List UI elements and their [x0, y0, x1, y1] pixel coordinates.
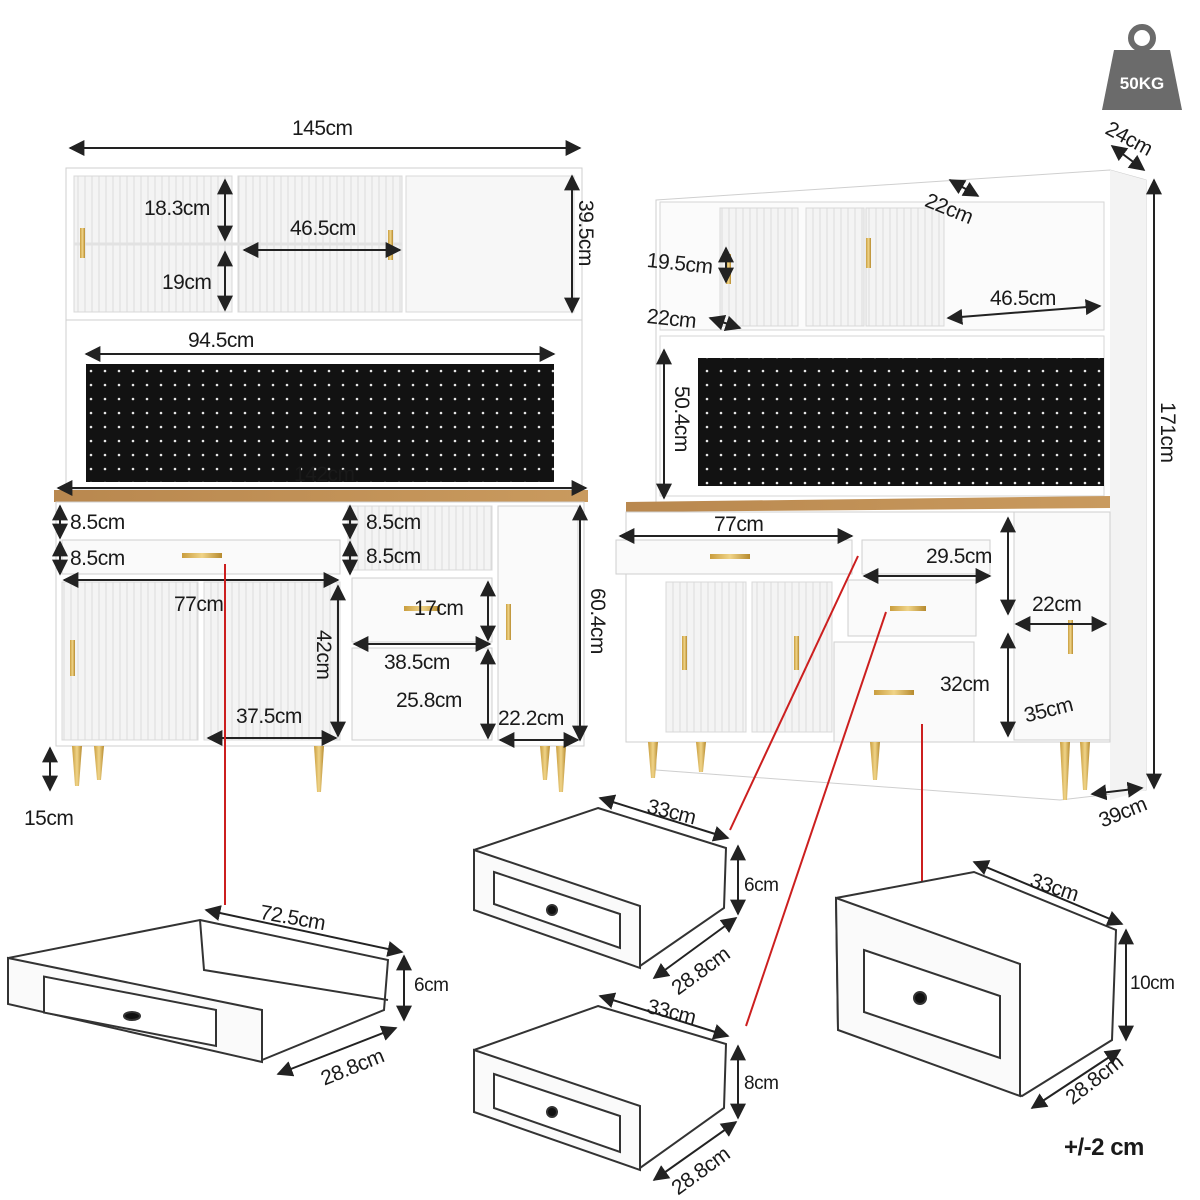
- dim-counter-w: 142cm: [294, 463, 355, 486]
- tolerance-note: +/-2 cm: [1064, 1134, 1144, 1161]
- dim-mid-h1: 8.5cm: [366, 545, 421, 568]
- drawer-small-bottom: [472, 1004, 728, 1172]
- right-drawer-pointers: [729, 555, 923, 1027]
- drawer-deep: [834, 870, 1118, 1098]
- dim-top-shelf-w: 46.5cm: [290, 217, 356, 240]
- dim-cab-w: 77cm: [174, 593, 224, 616]
- dim-shelf-d2: 22cm: [645, 305, 698, 334]
- drawer4-h: 10cm: [1130, 973, 1175, 994]
- dim-mid-w: 38.5cm: [384, 651, 450, 674]
- dim-base-h: 60.4cm: [586, 588, 609, 654]
- dim-width-top: 145cm: [292, 117, 353, 140]
- dim-pegboard-w: 94.5cm: [188, 329, 254, 352]
- dim-door-h: 42cm: [312, 630, 335, 680]
- dim-side-h: 22cm: [1032, 593, 1082, 616]
- left-dimension-lines: [42, 140, 588, 792]
- dim-peg-h: 50.4cm: [670, 386, 693, 452]
- dim-top-shelf-h2: 19cm: [162, 271, 212, 294]
- dim-drawer-w: 29.5cm: [926, 545, 992, 568]
- drawer1-h: 6cm: [414, 975, 449, 996]
- dim-door-w: 37.5cm: [236, 705, 302, 728]
- dim-top-shelf-h: 18.3cm: [144, 197, 210, 220]
- dim-mid-drawer3: 25.8cm: [396, 689, 462, 712]
- dim-right-cab-w: 77cm: [714, 513, 764, 536]
- left-drawer-dims: [204, 905, 412, 1077]
- drawer-small-top: [472, 806, 728, 970]
- dim-side-w: 22.2cm: [498, 707, 564, 730]
- drawer2-h: 6cm: [744, 875, 779, 896]
- dim-mid-drawer2: 17cm: [414, 597, 464, 620]
- dim-hutch-h: 39.5cm: [574, 200, 597, 266]
- dim-drawer-gap1: 8.5cm: [70, 511, 125, 534]
- weight-label: 50KG: [1119, 74, 1165, 93]
- right-drawer-dims: [598, 794, 1134, 1181]
- drawer3-h: 8cm: [744, 1073, 779, 1094]
- dim-shelf-w: 46.5cm: [990, 287, 1056, 310]
- dim-mid-gap1: 8.5cm: [366, 511, 421, 534]
- dim-total-h: 171cm: [1156, 402, 1179, 463]
- right-dimension-lines: [618, 145, 1162, 801]
- weight-icon: [1102, 24, 1182, 110]
- dim-drawer-h1: 8.5cm: [70, 547, 125, 570]
- dim-leg-h: 15cm: [24, 807, 74, 830]
- dim-drawer3-h: 32cm: [940, 673, 990, 696]
- drawer-large: [6, 918, 390, 1064]
